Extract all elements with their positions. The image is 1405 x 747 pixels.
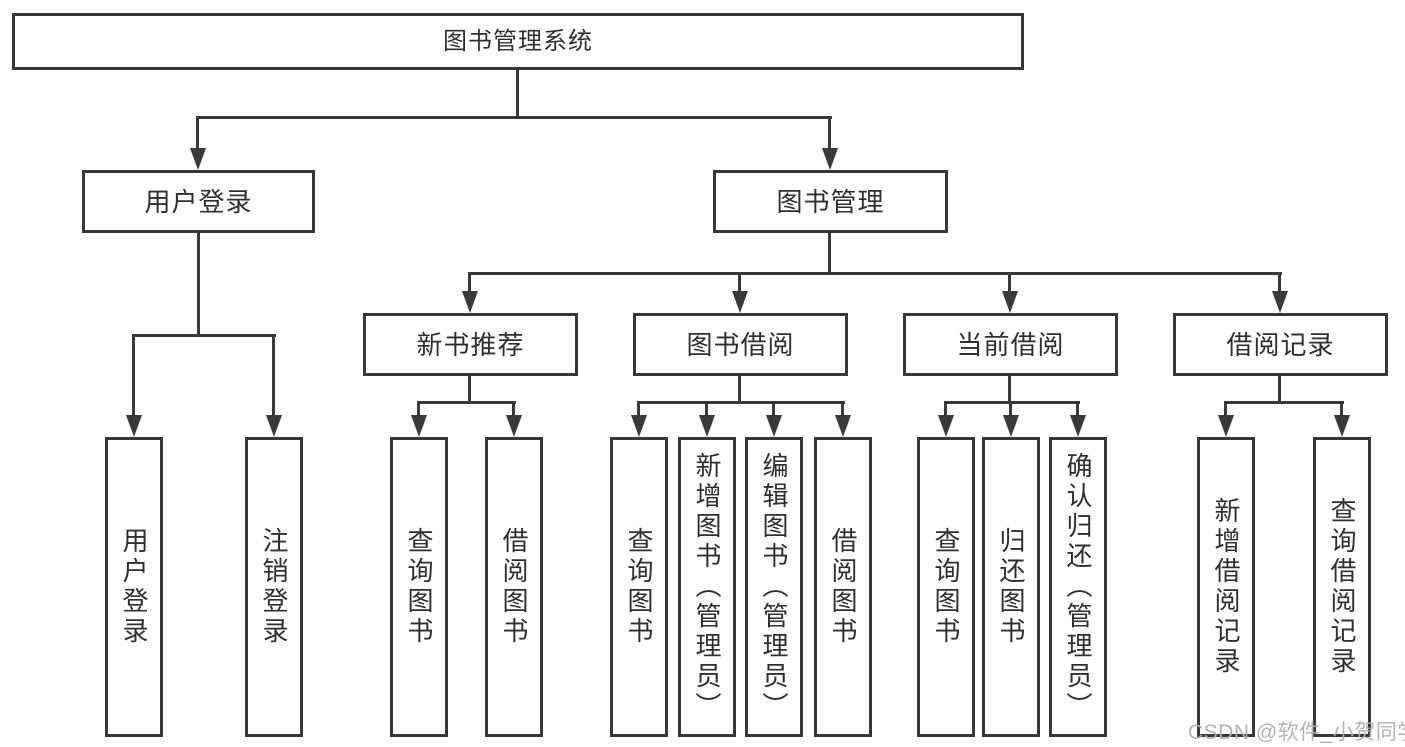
node-cb-confirm-return-admin-label: 确认归还（管理员） xyxy=(1063,452,1093,722)
connector-line xyxy=(828,233,831,274)
node-borrowing-records: 借阅记录 xyxy=(1173,313,1388,376)
connector-line xyxy=(196,116,199,150)
connector-line xyxy=(944,401,1080,404)
arrow-down-icon xyxy=(1334,415,1350,437)
node-current-borrowing-label: 当前借阅 xyxy=(956,329,1065,360)
connector-line xyxy=(1278,272,1281,293)
csdn-watermark: CSDN @软件_小贺同学 xyxy=(1188,721,1405,744)
arrow-down-icon xyxy=(732,291,748,313)
node-new-book-recommendation-label: 新书推荐 xyxy=(416,329,525,360)
connector-line xyxy=(1224,401,1227,417)
arrow-down-icon xyxy=(1218,415,1234,437)
node-book-borrowing-label: 图书借阅 xyxy=(686,329,795,360)
node-bb-edit-books-admin-label: 编辑图书（管理员） xyxy=(759,452,789,722)
connector-line xyxy=(1008,376,1011,403)
arrow-down-icon xyxy=(699,415,715,437)
connector-line xyxy=(417,401,420,417)
node-br-add-record-label: 新增借阅记录 xyxy=(1211,497,1241,677)
arrow-down-icon xyxy=(766,415,782,437)
arrow-down-icon xyxy=(126,415,142,437)
connector-line xyxy=(468,272,471,293)
node-bb-edit-books-admin: 编辑图书（管理员） xyxy=(745,437,803,737)
node-br-query-record-label: 查询借阅记录 xyxy=(1327,497,1357,677)
arrow-down-icon xyxy=(462,291,478,313)
node-root: 图书管理系统 xyxy=(12,13,1024,70)
node-cb-return-books-label: 归还图书 xyxy=(996,527,1026,647)
connector-line xyxy=(1224,401,1344,404)
arrow-down-icon xyxy=(506,415,522,437)
arrow-down-icon xyxy=(631,415,647,437)
connector-line xyxy=(637,401,845,404)
arrow-down-icon xyxy=(835,415,851,437)
connector-line xyxy=(417,401,516,404)
arrow-down-icon xyxy=(1002,291,1018,313)
node-logout-label: 注销登录 xyxy=(259,527,289,647)
connector-line xyxy=(1008,272,1011,293)
node-cb-query-books-label: 查询图书 xyxy=(931,527,961,647)
node-user-login-leaf: 用户登录 xyxy=(105,437,163,737)
connector-line xyxy=(1076,401,1079,417)
node-nbr-query-books: 查询图书 xyxy=(390,437,448,737)
node-new-book-recommendation: 新书推荐 xyxy=(363,313,578,376)
node-book-management-label: 图书管理 xyxy=(776,186,885,217)
connector-line xyxy=(512,401,515,417)
arrow-down-icon xyxy=(1003,415,1019,437)
node-bb-add-books-admin: 新增图书（管理员） xyxy=(678,437,736,737)
node-borrowing-records-label: 借阅记录 xyxy=(1226,329,1335,360)
arrow-down-icon xyxy=(266,415,282,437)
connector-line xyxy=(468,272,1282,275)
connector-line xyxy=(772,401,775,417)
connector-line xyxy=(468,376,471,403)
node-bb-query-books-label: 查询图书 xyxy=(624,527,654,647)
node-bb-query-books: 查询图书 xyxy=(610,437,668,737)
arrow-down-icon xyxy=(190,148,206,170)
connector-line xyxy=(1009,401,1012,417)
node-cb-confirm-return-admin: 确认归还（管理员） xyxy=(1049,437,1107,737)
node-br-query-record: 查询借阅记录 xyxy=(1313,437,1371,737)
connector-line xyxy=(132,334,135,417)
node-nbr-borrow-books: 借阅图书 xyxy=(485,437,543,737)
connector-line xyxy=(1278,376,1281,403)
node-cb-return-books: 归还图书 xyxy=(982,437,1040,737)
node-bb-borrow-books-label: 借阅图书 xyxy=(828,527,858,647)
node-bb-borrow-books: 借阅图书 xyxy=(814,437,872,737)
arrow-down-icon xyxy=(1070,415,1086,437)
node-nbr-borrow-books-label: 借阅图书 xyxy=(499,527,529,647)
connector-line xyxy=(197,116,832,119)
connector-line xyxy=(637,401,640,417)
node-book-borrowing: 图书借阅 xyxy=(633,313,848,376)
node-user-login: 用户登录 xyxy=(82,170,315,233)
connector-line xyxy=(828,116,831,150)
node-book-management: 图书管理 xyxy=(713,170,948,233)
node-root-label: 图书管理系统 xyxy=(443,27,593,55)
connector-line xyxy=(944,401,947,417)
connector-line xyxy=(738,272,741,293)
connector-line xyxy=(705,401,708,417)
connector-line xyxy=(516,70,519,118)
arrow-down-icon xyxy=(411,415,427,437)
node-cb-query-books: 查询图书 xyxy=(917,437,975,737)
connector-line xyxy=(1340,401,1343,417)
connector-line xyxy=(738,376,741,403)
node-br-add-record: 新增借阅记录 xyxy=(1197,437,1255,737)
node-user-login-leaf-label: 用户登录 xyxy=(119,527,149,647)
arrow-down-icon xyxy=(822,148,838,170)
node-current-borrowing: 当前借阅 xyxy=(903,313,1118,376)
connector-line xyxy=(841,401,844,417)
arrow-down-icon xyxy=(938,415,954,437)
arrow-down-icon xyxy=(1272,291,1288,313)
node-logout: 注销登录 xyxy=(245,437,303,737)
node-bb-add-books-admin-label: 新增图书（管理员） xyxy=(692,452,722,722)
node-nbr-query-books-label: 查询图书 xyxy=(404,527,434,647)
connector-line xyxy=(197,233,200,336)
connector-line xyxy=(132,334,276,337)
node-user-login-label: 用户登录 xyxy=(144,186,253,217)
connector-line xyxy=(272,334,275,417)
